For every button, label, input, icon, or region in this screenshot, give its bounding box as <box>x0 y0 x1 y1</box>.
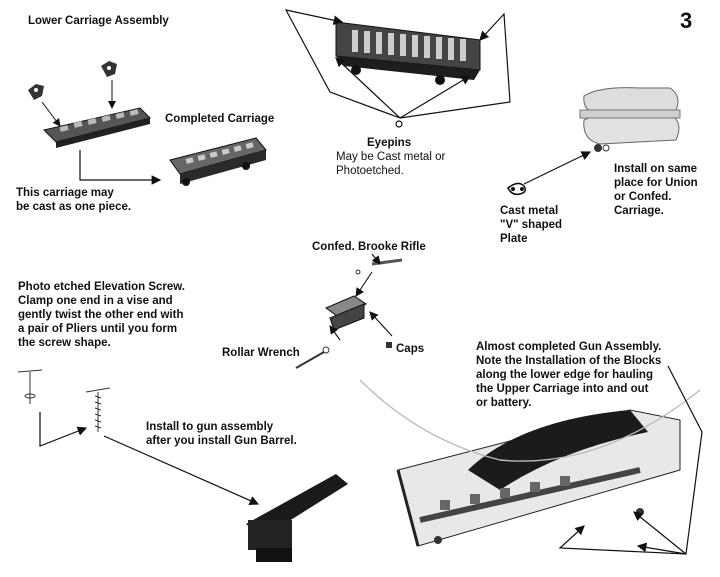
v-plate <box>507 182 527 196</box>
photo-etched-line3: gently twist the other end with <box>18 309 184 321</box>
install-same-place-line3: or Confed. <box>614 191 672 203</box>
lower-carriage-title: Lower Carriage Assembly <box>28 15 169 27</box>
almost-completed-line5: or battery. <box>476 397 532 409</box>
carriage-bracket-right <box>101 61 117 77</box>
photo-etched-line1: Photo etched Elevation Screw. <box>18 281 186 293</box>
carriage-bracket-left <box>28 84 44 100</box>
v-plate-line3: Plate <box>500 233 528 245</box>
install-gun-line2: after you install Gun Barrel. <box>146 435 297 447</box>
gun-assembly <box>359 379 701 547</box>
page-number: 3 <box>680 8 693 33</box>
install-same-place-line2: place for Union <box>614 177 698 189</box>
roller-wrench-label: Rollar Wrench <box>222 347 300 359</box>
eyepin-pointer-lines <box>284 9 511 128</box>
eyepins-text-line1: May be Cast metal or <box>336 151 446 163</box>
install-same-place-line4: Carriage. <box>614 205 664 217</box>
eyepins-title: Eyepins <box>367 137 412 149</box>
eyepins-text-line2: Photoetched. <box>336 165 404 177</box>
completed-carriage-label: Completed Carriage <box>165 113 275 125</box>
photo-etched-line4: a pair of Pliers until you form <box>18 323 178 335</box>
completed-carriage <box>169 137 267 186</box>
lower-carriage-frame <box>43 107 151 148</box>
assembly-pointer-lines <box>558 365 703 555</box>
photo-etched-line2: Clamp one end in a vise and <box>18 295 173 307</box>
cap-part <box>386 342 392 348</box>
install-gun-line1: Install to gun assembly <box>146 421 274 433</box>
v-plate-line1: Cast metal <box>500 205 559 217</box>
v-plate-line2: "V" shaped <box>500 219 563 231</box>
small-gun <box>246 474 348 562</box>
elevation-screw <box>17 369 111 432</box>
brooke-rifle-parts <box>324 258 403 331</box>
cast-one-piece-line2: be cast as one piece. <box>16 201 132 213</box>
almost-completed-line1: Almost completed Gun Assembly. <box>476 341 662 353</box>
almost-completed-line3: along the lower edge for hauling <box>476 369 653 381</box>
cast-one-piece-line1: This carriage may <box>16 187 114 199</box>
almost-completed-line2: Note the Installation of the Blocks <box>476 355 662 367</box>
caps-label: Caps <box>396 343 425 355</box>
install-same-place-line1: Install on same <box>614 163 698 175</box>
roller-wrench <box>295 346 330 369</box>
photo-etched-line5: the screw shape. <box>18 337 111 349</box>
upper-carriage-pair <box>579 87 681 152</box>
confed-brooke-label: Confed. Brooke Rifle <box>312 241 426 253</box>
almost-completed-line4: the Upper Carriage into and out <box>476 383 649 395</box>
eyepin-carriage <box>335 21 481 85</box>
